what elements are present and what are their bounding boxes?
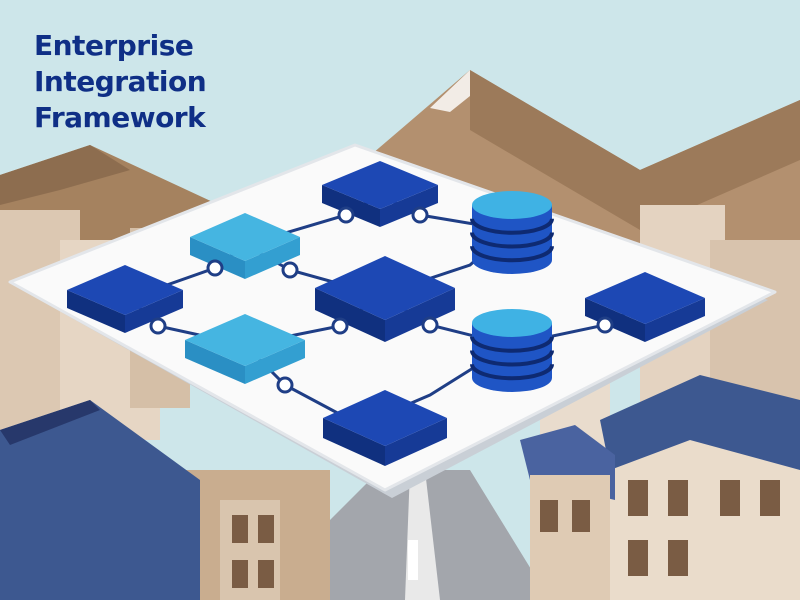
- connector-node-icon: [149, 317, 167, 335]
- window: [628, 480, 648, 516]
- window: [628, 540, 648, 576]
- connector-dots: [149, 206, 614, 394]
- mountain-shade: [470, 70, 800, 230]
- node-top: [323, 390, 447, 446]
- process-node-icon: [322, 161, 438, 227]
- node-side-right: [245, 237, 300, 279]
- node-side-left: [323, 418, 385, 466]
- process-node-icon: [585, 272, 705, 342]
- title-line-2: Integration: [34, 65, 207, 98]
- process-node-icon: [190, 213, 300, 279]
- window: [668, 540, 688, 576]
- page-title: Enterprise Integration Framework: [34, 28, 207, 136]
- node-side-right: [380, 185, 438, 227]
- node-side-left: [190, 237, 245, 279]
- node-top: [185, 314, 305, 366]
- database-band: [470, 218, 554, 235]
- window: [572, 500, 590, 532]
- node-side-left: [185, 340, 245, 384]
- connector-node-icon: [596, 316, 614, 334]
- node-top: [585, 272, 705, 324]
- foreground-building-left: [0, 400, 330, 600]
- connector-node-icon: [281, 261, 299, 279]
- connector-node-icon: [276, 376, 294, 394]
- window: [720, 480, 740, 516]
- lane-marking: [408, 540, 418, 580]
- database-lid: [472, 191, 552, 219]
- mountain-left-shade: [0, 145, 130, 205]
- window: [540, 500, 558, 532]
- database-band: [470, 336, 554, 353]
- node-top: [322, 161, 438, 209]
- node-top: [67, 265, 183, 315]
- node-side-right: [385, 418, 447, 466]
- node-side-right: [245, 340, 305, 384]
- database-icon: [470, 309, 554, 392]
- connector-node-icon: [206, 259, 224, 277]
- node-top: [315, 256, 455, 320]
- foreground-building-right: [520, 375, 800, 600]
- process-node-icon: [315, 256, 455, 342]
- connector-node-icon: [337, 206, 355, 224]
- connector-node-icon: [411, 206, 429, 224]
- node-top: [190, 213, 300, 261]
- roof-ridge-left: [0, 400, 100, 445]
- roof-right: [600, 375, 800, 470]
- node-side-left: [67, 290, 125, 333]
- database-band: [470, 232, 554, 249]
- node-side-right: [125, 290, 183, 333]
- roof-left: [0, 400, 200, 600]
- title-line-3: Framework: [34, 101, 206, 134]
- node-side-left: [585, 298, 645, 342]
- process-node-icon: [67, 265, 183, 333]
- window: [760, 480, 780, 516]
- window: [668, 480, 688, 516]
- database-icon: [470, 191, 554, 274]
- window: [232, 560, 248, 588]
- node-side-right: [645, 298, 705, 342]
- window: [232, 515, 248, 543]
- window: [258, 560, 274, 588]
- node-side-left: [322, 185, 380, 227]
- building-mid: [530, 475, 610, 600]
- connector-node-icon: [331, 317, 349, 335]
- database-band: [470, 363, 554, 381]
- title-line-1: Enterprise: [34, 29, 194, 62]
- database-lid: [472, 309, 552, 337]
- process-node-icon: [323, 390, 447, 466]
- window: [258, 515, 274, 543]
- process-node-icon: [185, 314, 305, 384]
- connector-node-icon: [421, 316, 439, 334]
- network-nodes: [67, 161, 705, 466]
- node-side-right: [385, 288, 455, 342]
- node-side-left: [315, 288, 385, 342]
- database-band: [470, 245, 554, 263]
- database-band: [470, 350, 554, 367]
